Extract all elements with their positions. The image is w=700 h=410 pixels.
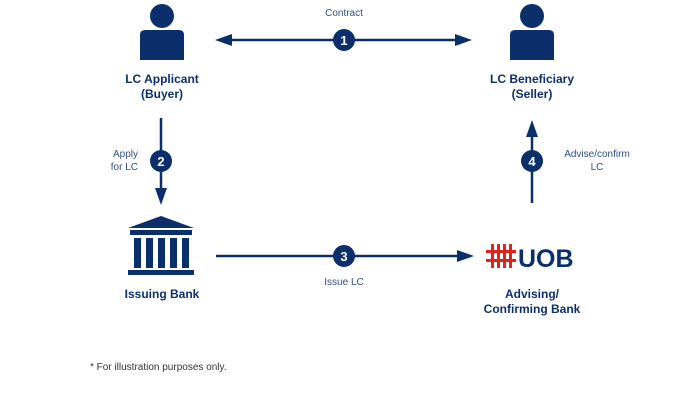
step-4-number: 4 xyxy=(528,154,536,169)
advising-bank-label: Advising/ Confirming Bank xyxy=(462,287,602,317)
step-4-badge: 4 xyxy=(521,150,543,172)
footnote: * For illustration purposes only. xyxy=(90,362,227,373)
step-1-badge: 1 xyxy=(333,29,355,51)
step-2-label-line1: Apply xyxy=(112,149,138,160)
beneficiary-label: LC Beneficiary (Seller) xyxy=(462,72,602,102)
step-3-label: Issue LC xyxy=(324,277,364,288)
uob-logo: UOB xyxy=(486,244,574,273)
step-2-label-line2: for LC xyxy=(110,162,138,173)
step-4-label-line2: LC xyxy=(590,162,604,173)
step-1-number: 1 xyxy=(340,33,347,48)
step-4-label: Advise/confirm LC xyxy=(552,148,642,174)
step-2-label: Apply for LC xyxy=(92,148,138,174)
issuing-bank-label: Issuing Bank xyxy=(92,287,232,302)
advising-bank-label-line1: Advising/ xyxy=(504,287,559,301)
beneficiary-label-line2: (Seller) xyxy=(511,87,553,101)
applicant-label-line1: LC Applicant xyxy=(125,72,199,86)
uob-logo-text: UOB xyxy=(518,245,574,273)
bank-building-icon xyxy=(128,216,194,275)
beneficiary-label-line1: LC Beneficiary xyxy=(489,72,575,86)
uob-mark-icon xyxy=(486,244,516,268)
beneficiary-person-icon xyxy=(510,4,554,60)
applicant-person-icon xyxy=(140,4,184,60)
issuing-bank-label-line1: Issuing Bank xyxy=(124,287,200,301)
step-1-label: Contract xyxy=(325,8,363,19)
step-2-number: 2 xyxy=(157,154,164,169)
step-3-badge: 3 xyxy=(333,245,355,267)
step-4-label-line1: Advise/confirm xyxy=(564,149,630,160)
applicant-label: LC Applicant (Buyer) xyxy=(92,72,232,102)
advising-bank-label-line2: Confirming Bank xyxy=(483,302,581,316)
step-3-number: 3 xyxy=(340,249,347,264)
applicant-label-line2: (Buyer) xyxy=(140,87,183,101)
step-2-badge: 2 xyxy=(150,150,172,172)
